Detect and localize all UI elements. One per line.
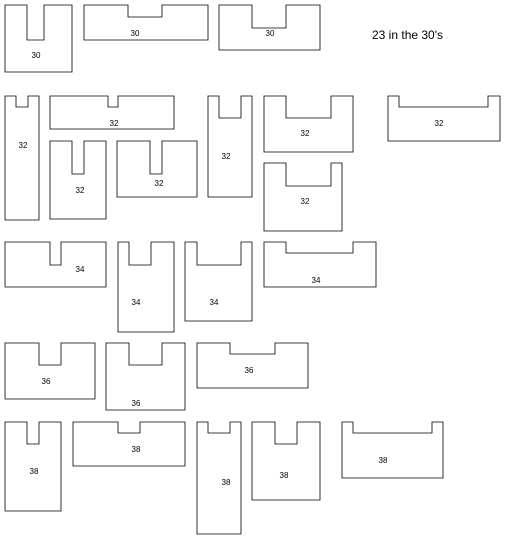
shape-label: 32 bbox=[110, 119, 119, 128]
shape-label: 32 bbox=[155, 179, 164, 188]
shape-32-f: 32 bbox=[263, 95, 354, 153]
shape-36-c: 36 bbox=[196, 342, 309, 389]
shape-label: 36 bbox=[245, 366, 254, 375]
shape-label: 30 bbox=[266, 29, 275, 38]
shape-label: 32 bbox=[301, 197, 310, 206]
shape-38-b: 38 bbox=[72, 421, 186, 467]
shape-30-a: 30 bbox=[4, 4, 73, 73]
shape-32-h: 32 bbox=[387, 95, 501, 142]
shape-label: 38 bbox=[379, 456, 388, 465]
shape-30-b: 30 bbox=[83, 4, 209, 41]
shape-label: 32 bbox=[19, 141, 28, 150]
shape-32-g: 32 bbox=[263, 162, 343, 232]
shape-38-a: 38 bbox=[4, 421, 62, 512]
shape-30-c: 30 bbox=[218, 4, 321, 51]
shape-label: 36 bbox=[42, 377, 51, 386]
shape-34-a: 34 bbox=[4, 241, 107, 288]
shape-34-b: 34 bbox=[117, 241, 175, 333]
shape-label: 32 bbox=[222, 152, 231, 161]
shape-label: 34 bbox=[76, 265, 85, 274]
shape-label: 32 bbox=[301, 129, 310, 138]
shape-label: 38 bbox=[132, 445, 141, 454]
shape-label: 36 bbox=[132, 399, 141, 408]
shape-38-e: 38 bbox=[341, 421, 444, 479]
shape-38-c: 38 bbox=[196, 421, 242, 535]
shape-32-b: 32 bbox=[49, 95, 175, 130]
shape-34-d: 34 bbox=[263, 241, 377, 288]
shape-label: 38 bbox=[280, 471, 289, 480]
shape-32-d: 32 bbox=[116, 140, 198, 198]
shape-34-c: 34 bbox=[184, 241, 253, 322]
diagram-title: 23 in the 30's bbox=[372, 28, 444, 42]
shape-label: 38 bbox=[30, 467, 39, 476]
shape-label: 32 bbox=[435, 119, 444, 128]
shape-label: 32 bbox=[76, 186, 85, 195]
shape-36-a: 36 bbox=[4, 342, 96, 400]
shape-label: 38 bbox=[222, 478, 231, 487]
shape-32-c: 32 bbox=[49, 140, 107, 220]
shape-label: 34 bbox=[210, 298, 219, 307]
shape-label: 34 bbox=[312, 276, 321, 285]
shape-label: 34 bbox=[132, 298, 141, 307]
shape-label: 30 bbox=[32, 51, 41, 60]
shape-38-d: 38 bbox=[251, 421, 321, 501]
shape-label: 30 bbox=[131, 29, 140, 38]
shape-32-a: 32 bbox=[4, 95, 40, 221]
shape-32-e: 32 bbox=[207, 95, 253, 198]
shape-36-b: 36 bbox=[105, 342, 186, 411]
